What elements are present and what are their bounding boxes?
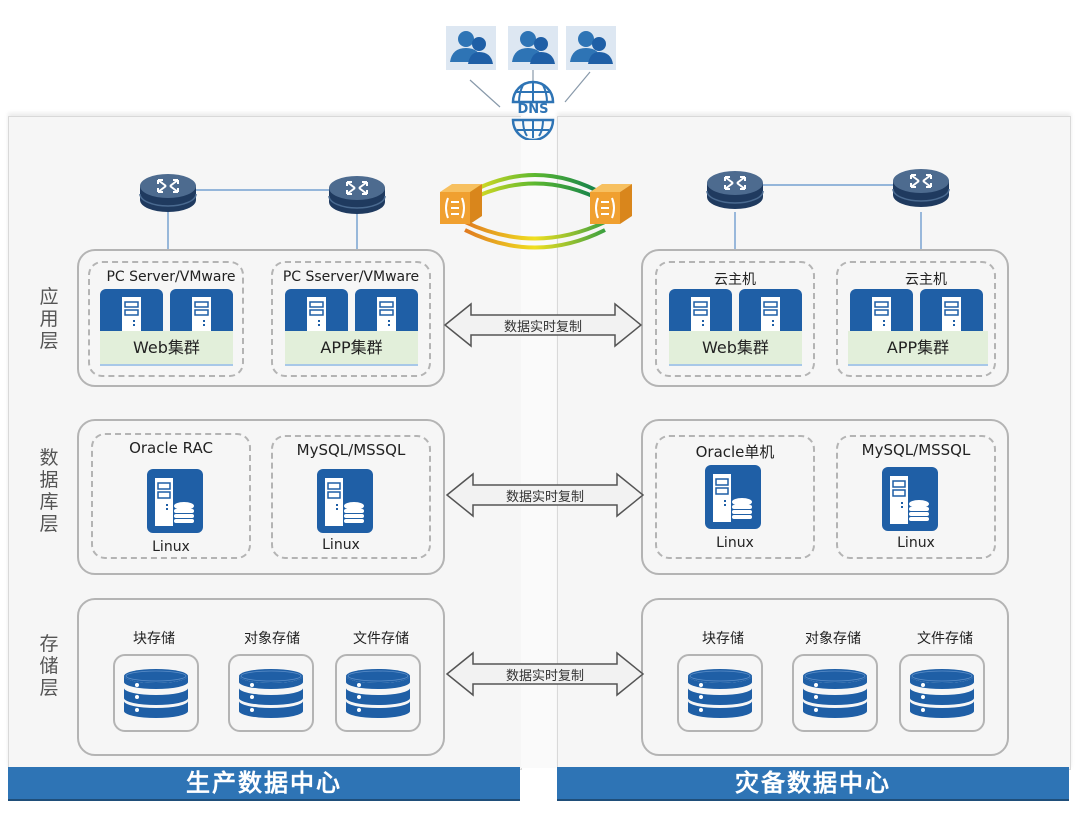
dns-globe-icon: DNS bbox=[505, 80, 561, 142]
dr-app-layer: 云主机 Web集群 云主机 APP集群 bbox=[641, 249, 1009, 387]
dr-mysql-group: MySQL/MSSQL Linux bbox=[836, 435, 996, 559]
server-icon bbox=[285, 289, 348, 333]
router-icon bbox=[705, 165, 765, 215]
replication-arrow-db: 数据实时复制 bbox=[445, 472, 645, 518]
dr-datacenter-title: 灾备数据中心 bbox=[557, 767, 1069, 801]
layer-label-app: 应用层 bbox=[39, 286, 59, 352]
center-divider bbox=[521, 116, 556, 768]
cluster-label: Web集群 bbox=[669, 331, 802, 366]
os-label: Linux bbox=[322, 537, 360, 553]
db-server-icon bbox=[317, 469, 373, 533]
file-storage-tile bbox=[335, 654, 421, 732]
user-group-1 bbox=[446, 26, 496, 70]
group-title: 云主机 bbox=[905, 272, 947, 288]
storage-label: 文件存储 bbox=[917, 631, 973, 647]
prod-app-layer: PC Server/VMware Web集群 PC Sserver/VMware… bbox=[77, 249, 445, 387]
dr-app-group: 云主机 APP集群 bbox=[836, 261, 996, 377]
storage-label: 块存储 bbox=[702, 631, 744, 647]
production-datacenter-title: 生产数据中心 bbox=[8, 767, 520, 801]
storage-label: 块存储 bbox=[133, 631, 175, 647]
prod-mysql-group: MySQL/MSSQL Linux bbox=[271, 435, 431, 559]
db-server-icon bbox=[705, 465, 761, 529]
router-icon bbox=[138, 168, 198, 218]
os-label: Linux bbox=[152, 539, 190, 555]
group-title: 云主机 bbox=[714, 272, 756, 288]
router-icon bbox=[327, 170, 387, 220]
prod-app-group: PC Sserver/VMware APP集群 bbox=[271, 261, 431, 377]
object-storage-tile bbox=[228, 654, 314, 732]
storage-label: 对象存储 bbox=[805, 631, 861, 647]
server-icon bbox=[669, 289, 732, 333]
db-server-icon bbox=[147, 469, 203, 533]
block-storage-tile bbox=[113, 654, 199, 732]
server-icon bbox=[850, 289, 913, 333]
group-title: MySQL/MSSQL bbox=[861, 441, 971, 459]
storage-disk-icon bbox=[345, 668, 411, 718]
replication-label: 数据实时复制 bbox=[505, 669, 584, 684]
db-server-icon bbox=[882, 467, 938, 531]
prod-db-layer: Oracle RAC Linux MySQL/MSSQL Linux bbox=[77, 419, 445, 575]
storage-disk-icon bbox=[909, 668, 975, 718]
replication-arrow-app: 数据实时复制 bbox=[443, 302, 643, 348]
prod-web-group: PC Server/VMware Web集群 bbox=[88, 261, 244, 377]
file-storage-tile bbox=[899, 654, 985, 732]
dr-db-layer: Oracle单机 Linux MySQL/MSSQL Linux bbox=[641, 419, 1009, 575]
replication-label: 数据实时复制 bbox=[503, 320, 582, 335]
server-icon bbox=[355, 289, 418, 333]
dr-storage-layer: 块存储 对象存储 文件存储 bbox=[641, 598, 1009, 756]
server-icon bbox=[920, 289, 983, 333]
group-title: PC Sserver/VMware bbox=[282, 269, 420, 285]
prod-oracle-group: Oracle RAC Linux bbox=[91, 433, 251, 559]
storage-disk-icon bbox=[123, 668, 189, 718]
dr-oracle-group: Oracle单机 Linux bbox=[655, 435, 815, 559]
os-label: Linux bbox=[897, 535, 935, 551]
storage-disk-icon bbox=[238, 668, 304, 718]
group-title: MySQL/MSSQL bbox=[296, 441, 406, 459]
dr-web-group: 云主机 Web集群 bbox=[655, 261, 815, 377]
dns-label: DNS bbox=[517, 102, 549, 117]
prod-storage-layer: 块存储 对象存储 文件存储 bbox=[77, 598, 445, 756]
client-links bbox=[469, 70, 591, 108]
user-group-2 bbox=[508, 26, 558, 70]
server-icon bbox=[739, 289, 802, 333]
object-storage-tile bbox=[792, 654, 878, 732]
cluster-label: APP集群 bbox=[848, 331, 988, 366]
group-title: Oracle RAC bbox=[129, 439, 213, 457]
replication-arrow-storage: 数据实时复制 bbox=[445, 651, 645, 697]
storage-disk-icon bbox=[687, 668, 753, 718]
server-icon bbox=[170, 289, 233, 333]
layer-label-storage: 存储层 bbox=[39, 633, 59, 699]
user-group-3 bbox=[566, 26, 616, 70]
cluster-label: Web集群 bbox=[100, 331, 233, 366]
storage-label: 对象存储 bbox=[244, 631, 300, 647]
router-icon bbox=[891, 163, 951, 213]
os-label: Linux bbox=[716, 535, 754, 551]
group-title: PC Server/VMware bbox=[106, 269, 236, 285]
block-storage-tile bbox=[677, 654, 763, 732]
group-title: Oracle单机 bbox=[695, 443, 775, 461]
storage-label: 文件存储 bbox=[353, 631, 409, 647]
layer-label-db: 数据库层 bbox=[39, 447, 59, 535]
replication-label: 数据实时复制 bbox=[505, 490, 584, 505]
storage-disk-icon bbox=[802, 668, 868, 718]
server-icon bbox=[100, 289, 163, 333]
cluster-label: APP集群 bbox=[285, 331, 418, 366]
